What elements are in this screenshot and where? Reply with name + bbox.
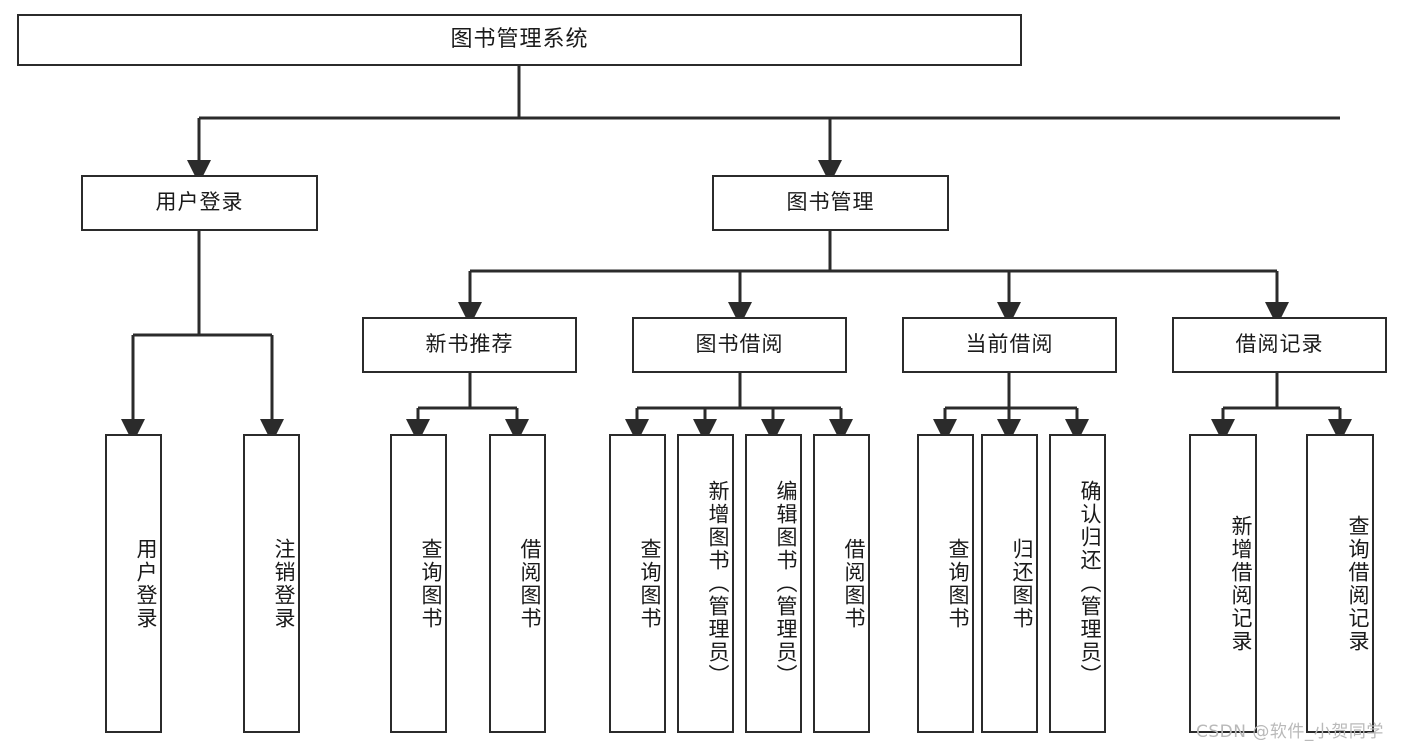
node-root-label: 图书管理系统 — [450, 26, 589, 52]
node-root[interactable]: 图书管理系统 — [17, 14, 1022, 66]
node-borrow-record[interactable]: 借阅记录 — [1172, 317, 1387, 373]
leaf-add-borrow-record-label: 新增借阅记录 — [1229, 514, 1253, 653]
leaf-query-book-borrow[interactable]: 查询图书 — [609, 434, 666, 733]
node-user-login-label: 用户登录 — [155, 190, 244, 215]
leaf-edit-book-admin[interactable]: 编辑图书（管理员） — [745, 434, 802, 733]
node-borrow-record-label: 借阅记录 — [1235, 332, 1324, 357]
leaf-logout[interactable]: 注销登录 — [243, 434, 300, 733]
leaf-borrow-book[interactable]: 借阅图书 — [813, 434, 870, 733]
leaf-add-book-admin[interactable]: 新增图书（管理员） — [677, 434, 734, 733]
leaf-query-book-recommend[interactable]: 查询图书 — [390, 434, 447, 733]
leaf-user-login-label: 用户登录 — [134, 537, 158, 630]
leaf-add-book-admin-label: 新增图书（管理员） — [706, 480, 730, 687]
leaf-edit-book-admin-label: 编辑图书（管理员） — [774, 480, 798, 687]
leaf-query-book-borrow-label: 查询图书 — [638, 537, 662, 630]
node-current-borrow-label: 当前借阅 — [965, 332, 1054, 357]
node-current-borrow[interactable]: 当前借阅 — [902, 317, 1117, 373]
leaf-logout-label: 注销登录 — [272, 537, 296, 630]
leaf-confirm-return-admin-label: 确认归还（管理员） — [1078, 480, 1102, 687]
leaf-return-book[interactable]: 归还图书 — [981, 434, 1038, 733]
csdn-watermark: CSDN @软件_小贺同学 — [1196, 722, 1384, 742]
leaf-borrow-book-recommend-label: 借阅图书 — [518, 537, 542, 630]
leaf-add-borrow-record[interactable]: 新增借阅记录 — [1189, 434, 1257, 733]
leaf-borrow-book-label: 借阅图书 — [842, 537, 866, 630]
leaf-return-book-label: 归还图书 — [1010, 537, 1034, 630]
leaf-query-borrow-record[interactable]: 查询借阅记录 — [1306, 434, 1374, 733]
node-new-book-recommend-label: 新书推荐 — [425, 332, 514, 357]
node-book-management-label: 图书管理 — [786, 190, 875, 215]
leaf-query-book-current-label: 查询图书 — [946, 537, 970, 630]
leaf-confirm-return-admin[interactable]: 确认归还（管理员） — [1049, 434, 1106, 733]
node-user-login[interactable]: 用户登录 — [81, 175, 318, 231]
node-book-management[interactable]: 图书管理 — [712, 175, 949, 231]
node-book-borrow-label: 图书借阅 — [695, 332, 784, 357]
node-book-borrow[interactable]: 图书借阅 — [632, 317, 847, 373]
node-new-book-recommend[interactable]: 新书推荐 — [362, 317, 577, 373]
leaf-borrow-book-recommend[interactable]: 借阅图书 — [489, 434, 546, 733]
leaf-query-book-recommend-label: 查询图书 — [419, 537, 443, 630]
leaf-user-login[interactable]: 用户登录 — [105, 434, 162, 733]
leaf-query-borrow-record-label: 查询借阅记录 — [1346, 514, 1370, 653]
leaf-query-book-current[interactable]: 查询图书 — [917, 434, 974, 733]
